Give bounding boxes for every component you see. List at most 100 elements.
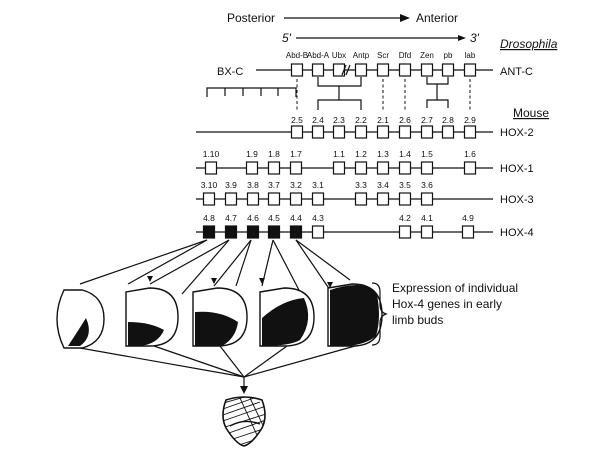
hox-3-gene-box <box>398 192 412 206</box>
drosophila-gene-label: pb <box>444 51 453 60</box>
hox-2-gene-box <box>420 125 434 139</box>
three-prime-label: 3' <box>470 31 480 45</box>
caption-line-3: limb buds <box>392 313 443 327</box>
hox-3-gene-box <box>311 192 325 206</box>
caption-line-1: Expression of individual <box>392 281 518 295</box>
drosophila-gene-box <box>354 63 368 77</box>
hox-4-label: HOX-4 <box>500 227 534 239</box>
hox-1-gene-label: 1.3 <box>377 149 389 159</box>
drosophila-gene-label: Zen <box>420 51 434 60</box>
hox-4-gene-box <box>246 225 260 239</box>
drosophila-gene-label: Antp <box>353 51 370 60</box>
drosophila-label: Drosophila <box>500 37 558 51</box>
hox-3-gene-label: 3.5 <box>399 180 411 190</box>
hox-1-gene-box <box>398 161 412 175</box>
hox-1-gene-label: 1.9 <box>246 149 258 159</box>
hox-1-gene-box <box>267 161 281 175</box>
direction-arrowhead-icon <box>400 14 410 22</box>
hox-3-gene-box <box>246 192 260 206</box>
hox-1-gene-label: 1.7 <box>290 149 302 159</box>
hox-4-gene-box <box>289 225 303 239</box>
hox-1-gene-box <box>332 161 346 175</box>
hox-3-gene-box <box>354 192 368 206</box>
five-prime-label: 5' <box>282 31 292 45</box>
limb-bud-icon <box>56 289 105 349</box>
drosophila-gene-label: Abd-A <box>307 51 330 60</box>
hox-4-gene-label: 4.1 <box>421 213 433 223</box>
hox-1-gene-box <box>420 161 434 175</box>
hox-4-gene-label: 4.3 <box>312 213 324 223</box>
drosophila-gene-box <box>376 63 390 77</box>
hox-4-gene-label: 4.7 <box>225 213 237 223</box>
hox-3-gene-box <box>376 192 390 206</box>
posterior-label: Posterior <box>227 11 275 25</box>
hox-1-gene-box <box>204 161 218 175</box>
hox-4-gene-box <box>267 225 281 239</box>
hox-3-gene-label: 3.9 <box>225 180 237 190</box>
hox-1-gene-label: 1.8 <box>268 149 280 159</box>
hox27-bracket-bottom <box>426 99 449 108</box>
hox-2-gene-box <box>463 125 477 139</box>
hox-2-gene-label: 2.1 <box>377 115 389 125</box>
drosophila-gene-label: Scr <box>377 51 389 60</box>
bx-c-label: BX-C <box>217 66 243 78</box>
mouse-label: Mouse <box>513 106 549 120</box>
hox-4-gene-box <box>311 225 325 239</box>
drosophila-gene-box <box>463 63 477 77</box>
drosophila-gene-box <box>398 63 412 77</box>
hox-2-gene-box <box>332 125 346 139</box>
hox-1-gene-box <box>463 161 477 175</box>
hox-1-label: HOX-1 <box>500 163 534 175</box>
hox-1-gene-box <box>289 161 303 175</box>
hox-4-gene-label: 4.4 <box>290 213 302 223</box>
hox-1-gene-label: 1.4 <box>399 149 411 159</box>
hox-2-gene-label: 2.9 <box>464 115 476 125</box>
hox-2-gene-box <box>441 125 455 139</box>
drosophila-gene-label: Ubx <box>332 51 346 60</box>
drosophila-gene-box <box>290 63 304 77</box>
hox23-bracket-bottom <box>317 99 362 110</box>
hox-4-gene-box <box>420 225 434 239</box>
limb-bud-icon <box>192 287 248 347</box>
limb-bud-icon <box>327 283 383 347</box>
arrowhead-icon <box>259 278 265 284</box>
expression-fan-lines <box>79 239 351 295</box>
hox-3-gene-box <box>267 192 281 206</box>
hox-2-gene-label: 2.6 <box>399 115 411 125</box>
hox-1-gene-label: 1.2 <box>355 149 367 159</box>
anterior-label: Anterior <box>416 11 458 25</box>
hox-1-gene-label: 1.5 <box>421 149 433 159</box>
caption-line-2: Hox-4 genes in early <box>392 297 502 311</box>
converging-lines <box>79 345 356 394</box>
caption-brace <box>371 282 388 346</box>
hox-4-gene-label: 4.5 <box>268 213 280 223</box>
hox-4-gene-box <box>398 225 412 239</box>
drosophila-gene-box <box>441 63 455 77</box>
break-mark <box>345 64 351 76</box>
hox-3-label: HOX-3 <box>500 194 534 206</box>
hox-2-gene-box <box>354 125 368 139</box>
hox-2-gene-box <box>311 125 325 139</box>
hox-3-gene-label: 3.8 <box>247 180 259 190</box>
hox-2-gene-label: 2.7 <box>421 115 433 125</box>
hox-1-gene-label: 1.10 <box>203 149 220 159</box>
hox-2-gene-label: 2.2 <box>355 115 367 125</box>
hox-3-gene-label: 3.3 <box>355 180 367 190</box>
final-limb-icon <box>222 396 266 447</box>
hox-2-gene-label: 2.8 <box>442 115 454 125</box>
hox-2-gene-box <box>398 125 412 139</box>
drosophila-gene-label: lab <box>465 51 476 60</box>
hox-3-gene-box <box>202 192 216 206</box>
hox-3-gene-box <box>224 192 238 206</box>
zen-pb-bracket-top <box>426 77 449 85</box>
hox-4-gene-label: 4.2 <box>399 213 411 223</box>
hox-3-gene-box <box>420 192 434 206</box>
hox-3-gene-label: 3.10 <box>201 180 218 190</box>
hox-1-gene-box <box>354 161 368 175</box>
ubx-antp-bracket-top <box>317 77 362 87</box>
hox-4-gene-box <box>461 225 475 239</box>
drosophila-gene-label: Dfd <box>399 51 411 60</box>
hox-4-gene-label: 4.9 <box>462 213 474 223</box>
hox-3-gene-box <box>289 192 303 206</box>
